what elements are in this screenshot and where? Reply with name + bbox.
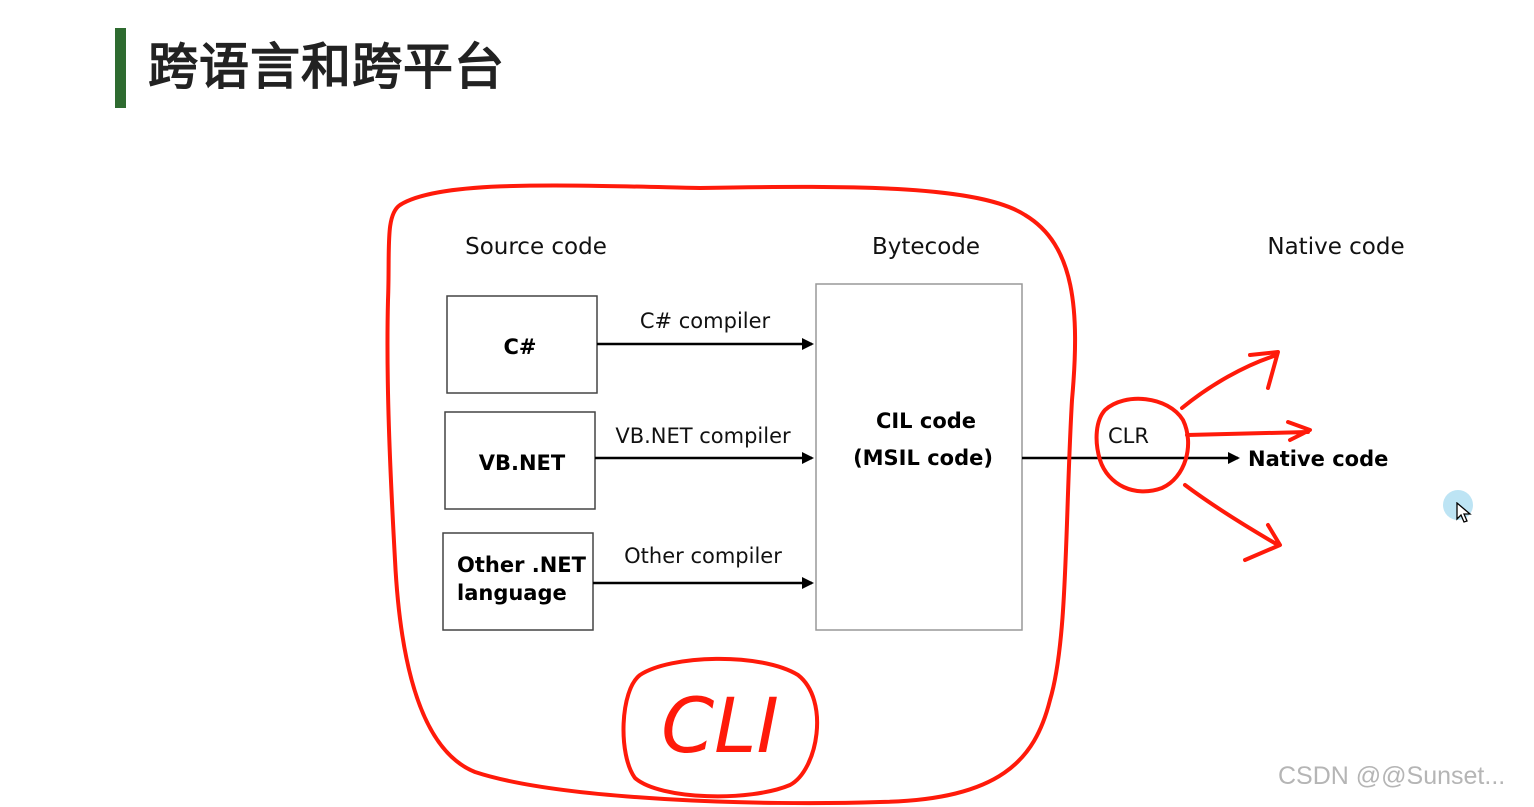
handwritten-cli-label: CLI bbox=[661, 681, 779, 770]
cli-label-circle bbox=[621, 656, 820, 799]
source-box-other bbox=[442, 532, 594, 631]
native-arrow-up bbox=[1180, 350, 1280, 410]
native-arrow-right bbox=[1185, 420, 1312, 442]
source-label-other-line1: Other .NET bbox=[457, 553, 587, 577]
native-arrow-down bbox=[1183, 483, 1282, 562]
source-label-vbnet: VB.NET bbox=[479, 451, 566, 475]
source-box-vbnet bbox=[444, 411, 596, 510]
bytecode-label-line1: CIL code bbox=[876, 409, 976, 433]
title-accent-bar bbox=[115, 28, 126, 108]
compiler-label-other: Other compiler bbox=[624, 544, 782, 568]
column-header-native: Native code bbox=[1267, 234, 1404, 260]
bytecode-label-line2: (MSIL code) bbox=[853, 446, 993, 470]
cli-boundary-outline bbox=[385, 183, 1078, 806]
column-header-source: Source code bbox=[465, 234, 607, 260]
output-label: Native code bbox=[1248, 447, 1388, 471]
compiler-label-vbnet: VB.NET compiler bbox=[615, 424, 791, 448]
source-label-csharp: C# bbox=[503, 335, 536, 359]
runtime-label: CLR bbox=[1108, 424, 1149, 448]
column-header-bytecode: Bytecode bbox=[872, 234, 980, 260]
clr-circle bbox=[1094, 396, 1191, 494]
mouse-pointer-icon bbox=[1456, 501, 1472, 528]
source-label-other-line2: language bbox=[457, 581, 567, 605]
handwritten-annotations: CLI bbox=[385, 183, 1312, 806]
watermark: CSDN @@Sunset... bbox=[1278, 762, 1506, 790]
compiler-label-csharp: C# compiler bbox=[640, 309, 771, 333]
page-title: 跨语言和跨平台 bbox=[148, 38, 505, 96]
source-box-csharp bbox=[446, 295, 598, 394]
